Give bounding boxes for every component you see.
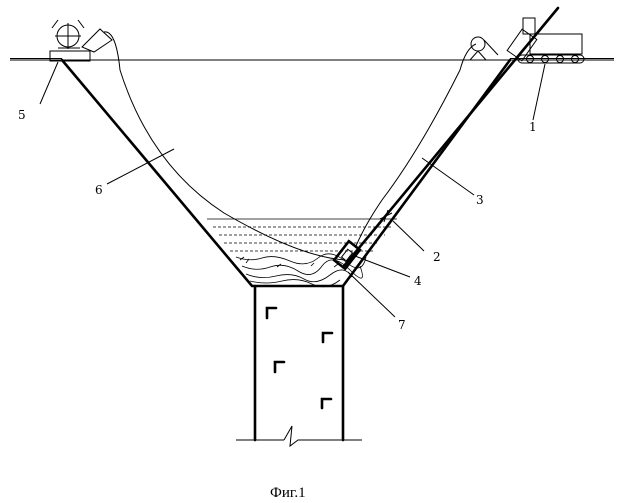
label-3: 3 bbox=[476, 193, 484, 207]
label-5: 5 bbox=[18, 108, 26, 122]
pulley-right bbox=[470, 37, 486, 60]
cable-right bbox=[356, 40, 498, 246]
leader-lines bbox=[40, 62, 545, 317]
pile-column bbox=[236, 286, 362, 446]
guide-rail bbox=[344, 8, 558, 266]
label-1: 1 bbox=[529, 120, 537, 134]
cable-left bbox=[104, 32, 345, 260]
label-4: 4 bbox=[414, 274, 422, 288]
label-2: 2 bbox=[433, 250, 441, 264]
winch-station bbox=[50, 20, 112, 61]
label-7: 7 bbox=[398, 318, 406, 332]
figure-caption: Фиг.1 bbox=[270, 485, 306, 501]
label-6: 6 bbox=[95, 183, 103, 197]
